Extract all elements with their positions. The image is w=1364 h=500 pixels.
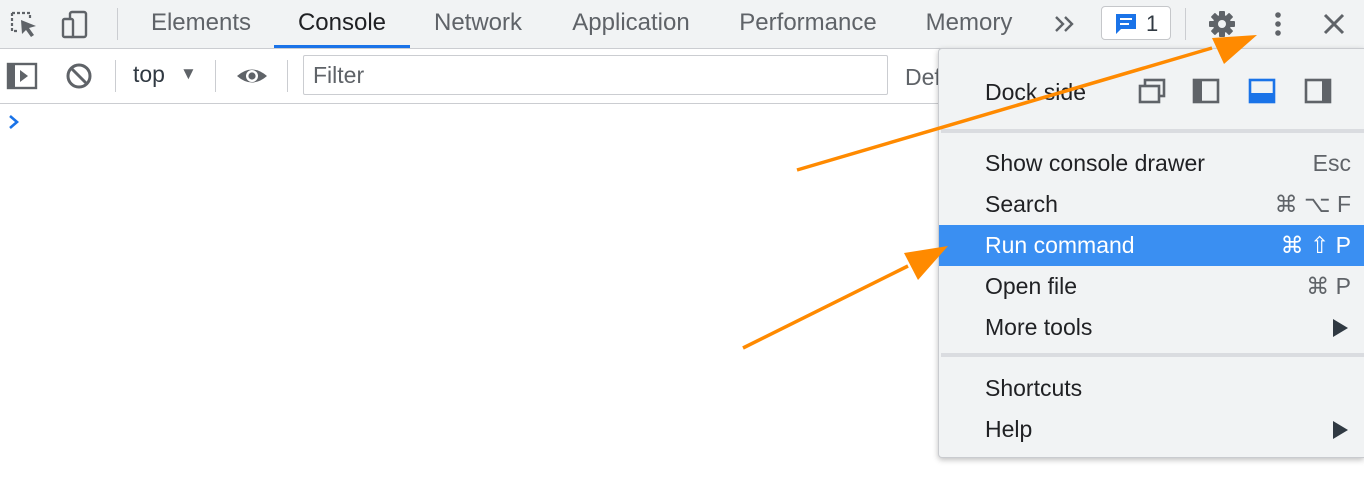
customize-devtools-menu: Dock side Show console drawer Esc Search… (938, 48, 1364, 458)
menu-item-label: Help (985, 416, 1033, 442)
menu-item-help[interactable]: Help (939, 409, 1364, 450)
toolbar-divider (115, 60, 116, 92)
close-icon[interactable] (1318, 8, 1350, 40)
tab-application[interactable]: Application (572, 9, 690, 36)
dock-side-label: Dock side (985, 79, 1086, 105)
inspect-element-icon[interactable] (8, 8, 40, 40)
tab-performance[interactable]: Performance (739, 9, 877, 36)
menu-item-label: Open file (985, 273, 1078, 299)
menu-item-run-command[interactable]: Run command ⌘ ⇧ P (939, 225, 1364, 266)
menu-item-shortcut: Esc (1312, 150, 1351, 176)
toolbar-divider (215, 60, 216, 92)
eye-icon[interactable] (235, 60, 267, 92)
menu-item-label: Search (985, 191, 1058, 217)
undock-icon[interactable] (1138, 78, 1166, 104)
gear-icon[interactable] (1206, 8, 1238, 40)
menu-item-shortcut: ⌘ ⌥ F (1274, 191, 1351, 217)
menu-item-shortcuts[interactable]: Shortcuts (939, 368, 1364, 409)
more-tabs-icon[interactable] (1049, 8, 1081, 40)
clear-console-icon[interactable] (63, 60, 95, 92)
dock-left-icon[interactable] (1192, 78, 1220, 104)
tab-elements[interactable]: Elements (150, 9, 252, 36)
console-prompt-chevron-icon[interactable] (7, 113, 21, 136)
issues-button[interactable]: 1 (1101, 6, 1171, 40)
menu-item-more-tools[interactable]: More tools (939, 307, 1364, 348)
sidebar-toggle-icon[interactable] (6, 60, 38, 92)
menu-item-label: Shortcuts (985, 375, 1083, 401)
context-selector-label: top (133, 61, 165, 87)
message-icon (1114, 12, 1138, 41)
kebab-menu-icon[interactable] (1262, 8, 1294, 40)
active-tab-indicator (274, 45, 410, 48)
tab-network[interactable]: Network (433, 9, 523, 36)
menu-item-shortcut: ⌘ P (1306, 273, 1351, 299)
annotation-arrow (742, 246, 948, 350)
device-toolbar-icon[interactable] (59, 8, 91, 40)
menu-item-search[interactable]: Search ⌘ ⌥ F (939, 184, 1364, 225)
issues-count: 1 (1146, 11, 1159, 36)
devtools-tab-bar: Elements Console Network Application Per… (0, 0, 1364, 49)
filter-input[interactable] (303, 55, 888, 95)
caret-down-icon: ▼ (180, 64, 197, 83)
dock-right-icon[interactable] (1304, 78, 1332, 104)
menu-item-show-console-drawer[interactable]: Show console drawer Esc (939, 143, 1364, 184)
menu-divider (941, 353, 1364, 357)
tab-memory[interactable]: Memory (925, 9, 1013, 36)
menu-divider (941, 129, 1364, 133)
submenu-arrow-icon (1331, 318, 1349, 343)
submenu-arrow-icon (1331, 420, 1349, 445)
menu-item-label: Run command (985, 232, 1135, 258)
toolbar-divider (287, 60, 288, 92)
tab-console[interactable]: Console (297, 9, 387, 36)
log-levels-dropdown[interactable]: Def (905, 64, 941, 90)
toolbar-divider (1185, 8, 1186, 40)
dock-bottom-icon[interactable] (1248, 78, 1276, 104)
menu-item-label: More tools (985, 314, 1093, 340)
menu-item-open-file[interactable]: Open file ⌘ P (939, 266, 1364, 307)
menu-item-label: Show console drawer (985, 150, 1205, 176)
toolbar-divider (117, 8, 118, 40)
menu-item-shortcut: ⌘ ⇧ P (1280, 232, 1351, 258)
